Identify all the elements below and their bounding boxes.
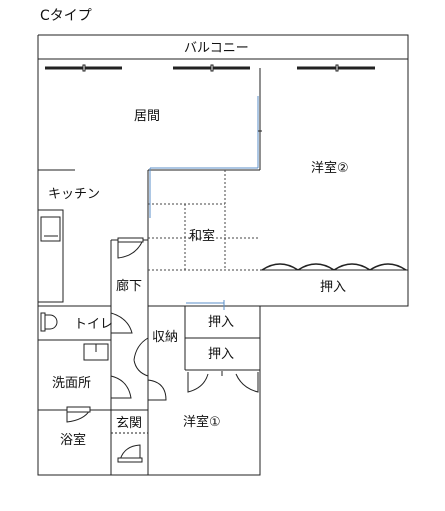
balcony-label: バルコニー — [184, 41, 249, 56]
entrance-label: 玄関 — [116, 416, 143, 431]
western-room-2-label: 洋室② — [311, 161, 349, 176]
living-room-label: 居間 — [134, 109, 161, 124]
hallway-label: 廊下 — [116, 279, 143, 294]
toilet-label: トイレ — [74, 317, 114, 332]
sink — [40, 216, 61, 242]
kitchen-counter — [37, 209, 64, 303]
closet-right-label: 押入 — [320, 280, 347, 295]
toilet-fixture — [40, 314, 58, 330]
plan-type-title: Cタイプ — [40, 8, 92, 24]
washroom-label: 洗面所 — [52, 376, 92, 391]
storage-label: 収納 — [152, 330, 179, 345]
closet-upper-label: 押入 — [208, 315, 235, 330]
closet-lower-label: 押入 — [208, 347, 235, 362]
washitsu-label: 和室 — [189, 229, 216, 244]
outer-wall — [37, 34, 409, 476]
closet-sliding-doors — [261, 263, 407, 271]
western-room-1-label: 洋室① — [183, 415, 221, 430]
bathroom-label: 浴室 — [60, 433, 87, 448]
kitchen-label: キッチン — [48, 187, 101, 202]
